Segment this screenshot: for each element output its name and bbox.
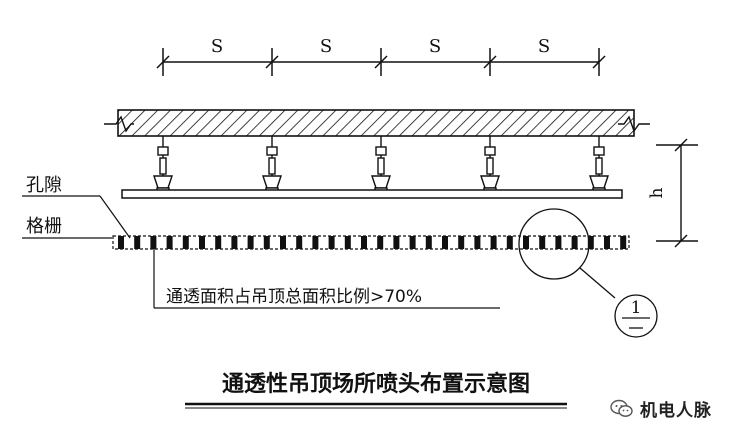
height-dimension [656,138,698,248]
spacing-label-3: S [429,36,441,57]
sprinkler-head-2 [262,136,282,195]
grille-bar [166,236,173,249]
grille-bar [587,236,594,249]
grille-bar [458,236,465,249]
grille-bar [280,236,286,249]
ceiling-slab [104,109,650,137]
grille-bar [442,236,448,249]
grille-bar [263,236,270,249]
grille-bar [328,236,335,249]
spacing-dimension [156,48,606,76]
grille-bar [425,236,432,249]
detail-number: 1 [631,298,642,318]
porosity-label: 孔隙 [26,175,62,196]
ratio-leader [153,249,500,309]
branch-pipe [121,189,623,199]
spacing-label-1: S [211,36,223,57]
sprinkler-head-1 [153,136,173,195]
grille-bar [199,236,205,249]
grille-bar [393,236,400,249]
grille-bar [409,236,416,249]
sprinkler-heads [153,136,609,195]
grille-bar [344,236,351,249]
grille-bar [604,236,610,249]
watermark: 机电人脉 [610,396,712,421]
label-leaders [22,195,131,239]
grille-bar [571,236,578,249]
sprinkler-head-4 [480,136,500,195]
detail-callout [518,208,658,338]
grille-bar [150,236,157,249]
grille-bar [247,236,254,249]
diagram-title: 通透性吊顶场所喷头布置示意图 [222,371,530,397]
grille-bar [296,236,303,249]
grille-bar [474,236,481,249]
grille-bar [134,236,141,249]
grille-bar [231,236,238,249]
wechat-icon [610,399,633,417]
sprinkler-head-5 [589,136,609,195]
spacing-label-2: S [320,36,332,57]
grille-bar [182,236,189,249]
grille-bar [539,236,546,249]
grille-bar [506,236,513,249]
grille-label: 格栅 [26,216,62,237]
watermark-text: 机电人脉 [640,401,712,421]
grille-bar [118,236,124,249]
grille-bar [555,236,562,249]
grille-bar [377,236,384,249]
spacing-label-4: S [538,36,550,57]
ratio-note: 通透面积占吊顶总面积比例>70% [166,287,422,307]
grille-bar [620,236,627,249]
grille-bar [523,236,529,249]
grille-bar [312,236,319,249]
sprinkler-head-3 [371,136,391,195]
height-label: h [647,187,667,198]
grille [112,235,630,250]
grille-bar [490,236,497,249]
grille-bar [215,236,222,249]
grille-bar [361,236,367,249]
